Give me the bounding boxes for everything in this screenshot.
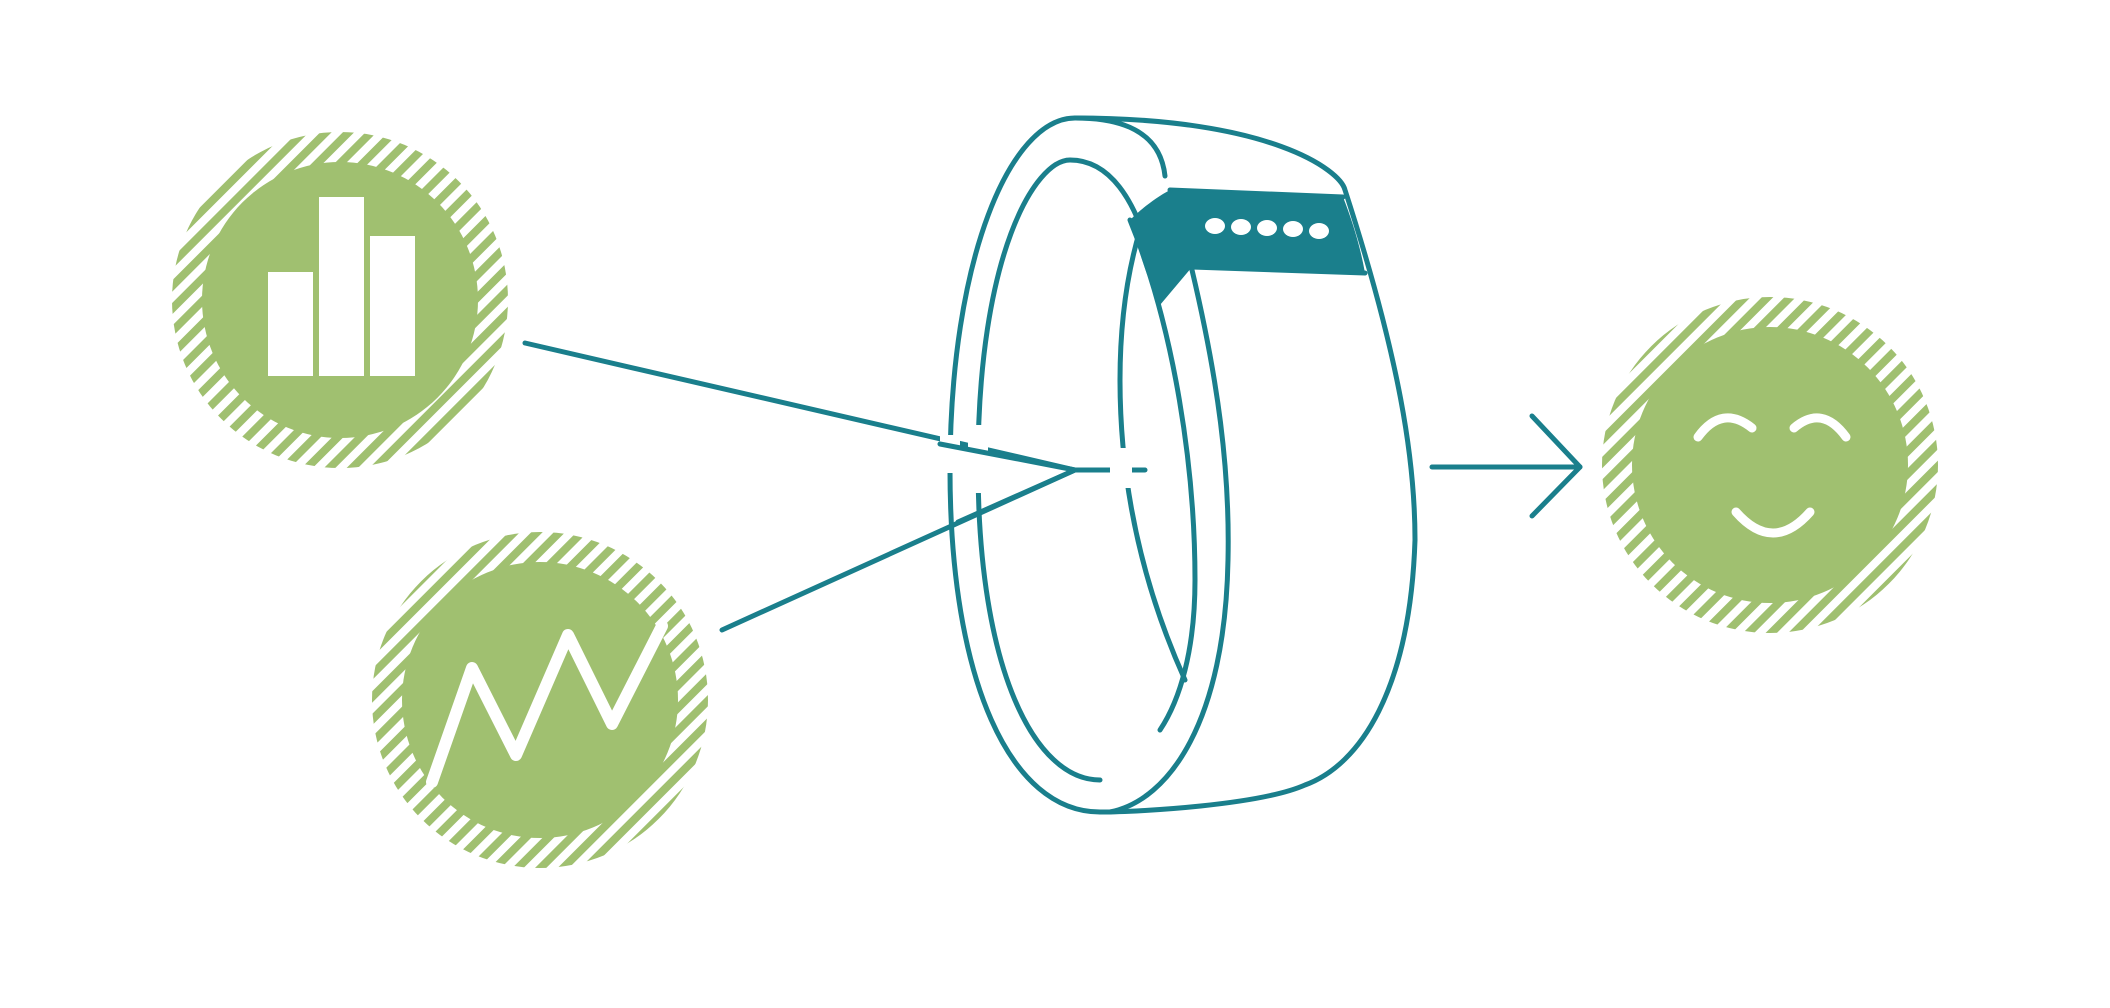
band-dot-3 xyxy=(1257,220,1277,236)
band-indicator-dots xyxy=(1205,218,1329,239)
band-inside-surface xyxy=(1117,227,1188,683)
band-dot-5 xyxy=(1309,223,1329,239)
band-front-surface xyxy=(1107,267,1231,815)
fitness-band-icon xyxy=(947,115,1418,815)
connector-through-segment-b xyxy=(955,467,1078,525)
smiley-face-icon xyxy=(1693,413,1851,538)
band-dot-2 xyxy=(1231,219,1251,235)
smiley-node xyxy=(1602,297,1938,633)
band-display-face xyxy=(1130,190,1365,305)
band-inner-ring xyxy=(975,157,1153,783)
bar-chart-icon xyxy=(268,197,415,376)
band-display xyxy=(1130,190,1365,305)
ring-gap-inside xyxy=(1110,448,1132,488)
smiley-right-eye xyxy=(1789,413,1851,442)
band-ring-gaps xyxy=(940,425,1132,493)
bar-short xyxy=(268,272,313,376)
waveform-node xyxy=(372,532,708,868)
band-dot-1 xyxy=(1205,218,1225,234)
bar-chart-node xyxy=(172,132,508,468)
smiley-disc xyxy=(1632,327,1908,603)
connector-bar-chart-to-band xyxy=(522,340,1078,473)
smiley-mouth xyxy=(1731,507,1815,538)
band-dot-4 xyxy=(1283,221,1303,237)
connector-through-segment-a xyxy=(937,441,1078,473)
output-arrow-head xyxy=(1529,413,1583,519)
ring-gap-outer xyxy=(940,435,960,473)
band-back-rim xyxy=(1072,115,1418,815)
band-inner-wall xyxy=(1127,217,1198,733)
output-arrow xyxy=(1429,413,1583,519)
bar-medium xyxy=(370,236,415,376)
smiley-left-eye xyxy=(1693,413,1757,442)
connector-through-band xyxy=(937,441,1078,525)
ring-gap-inner xyxy=(968,425,988,493)
band-outer-ring xyxy=(947,115,1168,815)
bar-tall xyxy=(319,197,364,376)
waveform-icon xyxy=(426,620,668,788)
